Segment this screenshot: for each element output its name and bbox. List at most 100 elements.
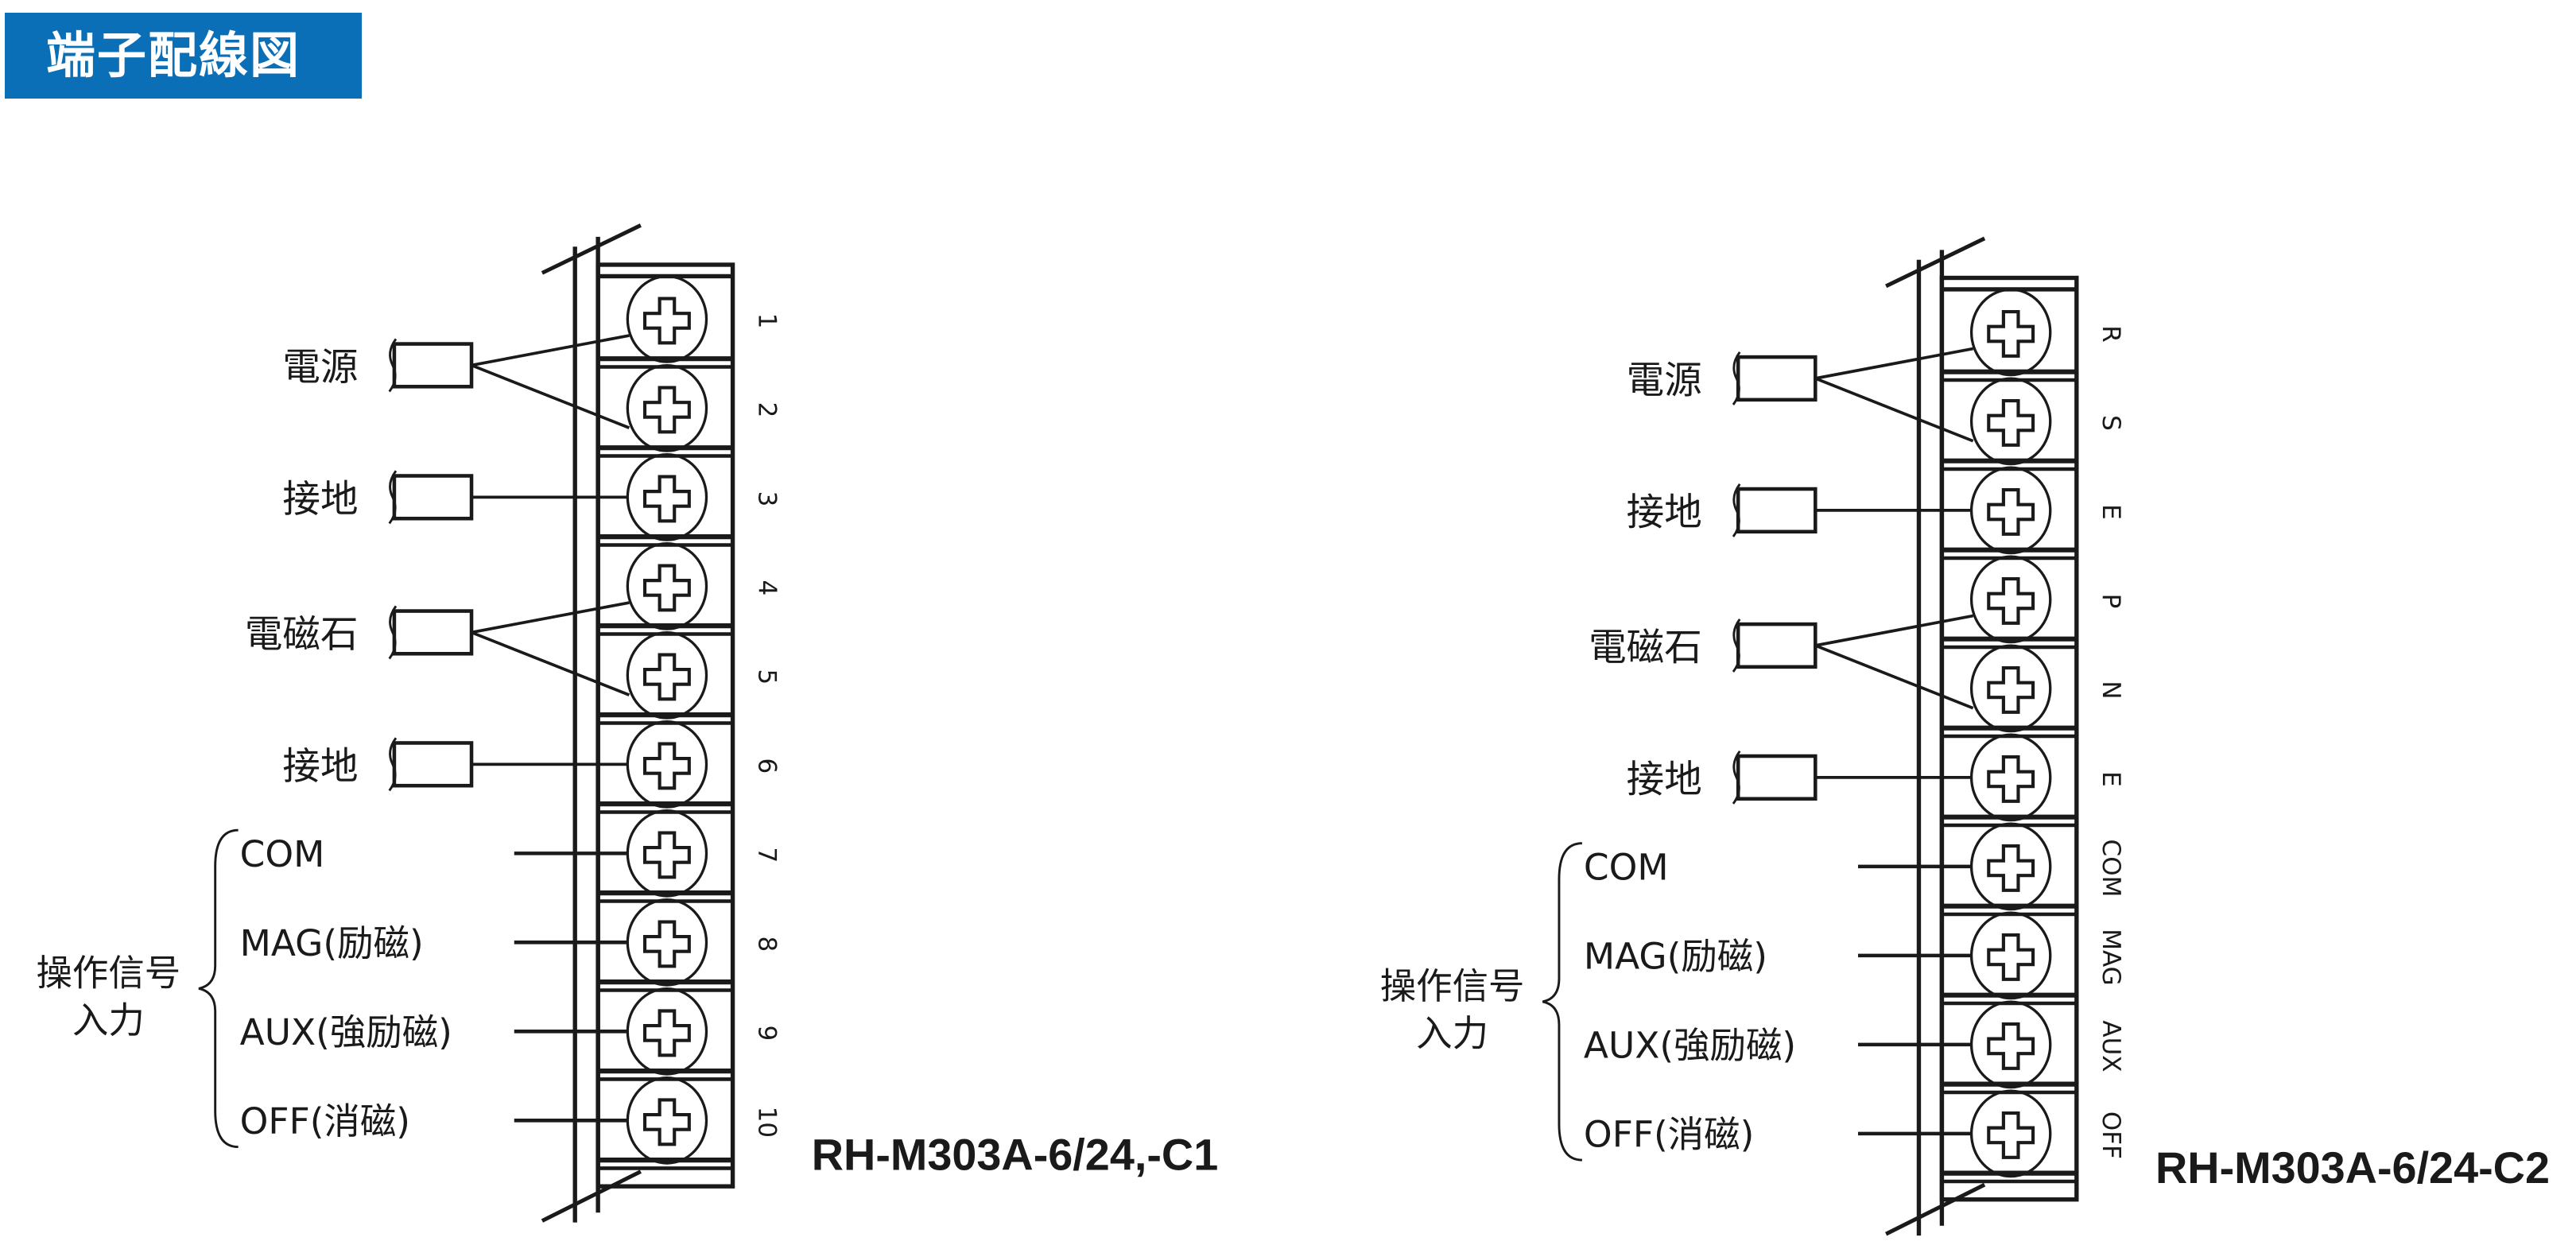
cable-end bbox=[1736, 487, 1818, 534]
terminal-label: OFF bbox=[2097, 1111, 2125, 1159]
wire bbox=[471, 363, 630, 429]
signal-label: COM bbox=[240, 833, 325, 875]
cable-cut-mark bbox=[388, 470, 398, 525]
wire bbox=[1814, 614, 1974, 647]
cable-end bbox=[1736, 622, 1818, 669]
cable-cut-mark bbox=[1732, 750, 1741, 805]
wire bbox=[1814, 644, 1974, 710]
cable-label: 接地 bbox=[1627, 758, 1702, 801]
terminal-screw bbox=[1969, 911, 2052, 1000]
terminal-label: P bbox=[2097, 594, 2125, 609]
phillips-cross-icon bbox=[1987, 487, 2035, 536]
phillips-cross-icon bbox=[1987, 933, 2035, 981]
phillips-cross-icon bbox=[1987, 754, 2035, 803]
signal-label: OFF(消磁) bbox=[240, 1100, 410, 1142]
phillips-cross-icon bbox=[642, 386, 691, 434]
terminal-label: COM bbox=[2097, 840, 2125, 898]
terminal-label: E bbox=[2097, 504, 2125, 520]
terminal-label: 6 bbox=[753, 758, 782, 774]
phillips-cross-icon bbox=[642, 653, 691, 701]
cable-end bbox=[1736, 754, 1818, 801]
terminal-label: 1 bbox=[753, 313, 782, 329]
model-label: RH-M303A-6/24-C2 bbox=[2155, 1142, 2550, 1193]
cable-label: 電磁石 bbox=[1589, 626, 1702, 670]
terminal-label: 9 bbox=[753, 1026, 782, 1041]
cable-label: 接地 bbox=[282, 478, 358, 522]
phillips-cross-icon bbox=[1987, 1111, 2035, 1159]
terminal-screw bbox=[626, 274, 708, 363]
terminal-screw bbox=[1969, 644, 2052, 733]
terminal-screw bbox=[626, 363, 708, 452]
phillips-cross-icon bbox=[1987, 844, 2035, 892]
wiring-diagram-c1: 12345678910電源接地電磁石接地COMMAG(励磁)AUX(強励磁)OF… bbox=[36, 223, 1218, 1223]
terminal-screw bbox=[1969, 377, 2052, 466]
terminal-label: 2 bbox=[753, 402, 782, 418]
terminal-screw bbox=[626, 898, 708, 987]
cable-cut-mark bbox=[388, 338, 398, 393]
terminal-screw bbox=[1969, 288, 2052, 377]
brace bbox=[1542, 842, 1582, 1162]
cable-cut-mark bbox=[388, 605, 398, 660]
phillips-cross-icon bbox=[642, 920, 691, 968]
wire bbox=[471, 630, 630, 696]
section-title: 端子配線図 bbox=[5, 13, 362, 99]
terminal-screw bbox=[626, 809, 708, 898]
phillips-cross-icon bbox=[642, 1009, 691, 1057]
signal-label: AUX(強励磁) bbox=[240, 1011, 452, 1053]
signal-group-label: 入力 bbox=[1416, 1013, 1488, 1055]
terminal-screw bbox=[626, 987, 708, 1076]
wire bbox=[471, 601, 630, 634]
cable-label: 接地 bbox=[282, 745, 358, 789]
terminal-screw bbox=[1969, 466, 2052, 555]
phillips-cross-icon bbox=[642, 297, 691, 345]
terminal-screw bbox=[1969, 822, 2052, 911]
cable-label: 電磁石 bbox=[245, 613, 359, 657]
terminal-block bbox=[1939, 275, 2079, 1202]
terminal-screw bbox=[626, 720, 708, 809]
terminal-label: 4 bbox=[753, 580, 782, 596]
wire bbox=[1814, 347, 1974, 380]
terminal-label: N bbox=[2097, 681, 2125, 699]
phillips-cross-icon bbox=[1987, 399, 2035, 447]
terminal-label: R bbox=[2097, 325, 2125, 343]
terminal-screw bbox=[626, 630, 708, 720]
terminal-screw bbox=[626, 541, 708, 630]
cable-cut-mark bbox=[1732, 483, 1741, 537]
phillips-cross-icon bbox=[1987, 310, 2035, 358]
cable-label: 電源 bbox=[282, 346, 358, 390]
signal-group-label: 操作信号 bbox=[36, 952, 180, 994]
wire bbox=[471, 334, 630, 367]
phillips-cross-icon bbox=[1987, 576, 2035, 625]
terminal-label: 10 bbox=[753, 1107, 782, 1138]
cable-end bbox=[392, 474, 474, 521]
terminal-label: 5 bbox=[753, 669, 782, 685]
terminal-label: 3 bbox=[753, 491, 782, 507]
terminal-label: S bbox=[2097, 415, 2125, 431]
phillips-cross-icon bbox=[642, 564, 691, 612]
cable-end bbox=[1736, 355, 1818, 402]
signal-group-label: 操作信号 bbox=[1380, 965, 1525, 1007]
terminal-screw bbox=[1969, 733, 2052, 822]
signal-label: MAG(励磁) bbox=[1584, 935, 1767, 977]
terminal-screw bbox=[1969, 1000, 2052, 1089]
signal-label: OFF(消磁) bbox=[1584, 1113, 1754, 1155]
rail-break-slash bbox=[1885, 1182, 1986, 1236]
cable-end bbox=[392, 741, 474, 788]
rail-break-slash bbox=[541, 1169, 642, 1223]
brace bbox=[198, 828, 239, 1149]
phillips-cross-icon bbox=[642, 831, 691, 879]
cable-cut-mark bbox=[1732, 351, 1741, 405]
terminal-screw bbox=[1969, 555, 2052, 644]
terminal-label: 8 bbox=[753, 937, 782, 952]
signal-label: COM bbox=[1584, 846, 1669, 888]
wire bbox=[1814, 377, 1974, 443]
phillips-cross-icon bbox=[1987, 665, 2035, 714]
phillips-cross-icon bbox=[642, 475, 691, 523]
terminal-label: E bbox=[2097, 771, 2125, 787]
terminal-screw bbox=[626, 452, 708, 541]
wiring-diagram-c2: RSEPNECOMMAGAUXOFF電源接地電磁石接地COMMAG(励磁)AUX… bbox=[1380, 236, 2550, 1236]
cable-cut-mark bbox=[1732, 619, 1741, 673]
cable-cut-mark bbox=[388, 737, 398, 792]
signal-label: AUX(強励磁) bbox=[1584, 1024, 1796, 1066]
